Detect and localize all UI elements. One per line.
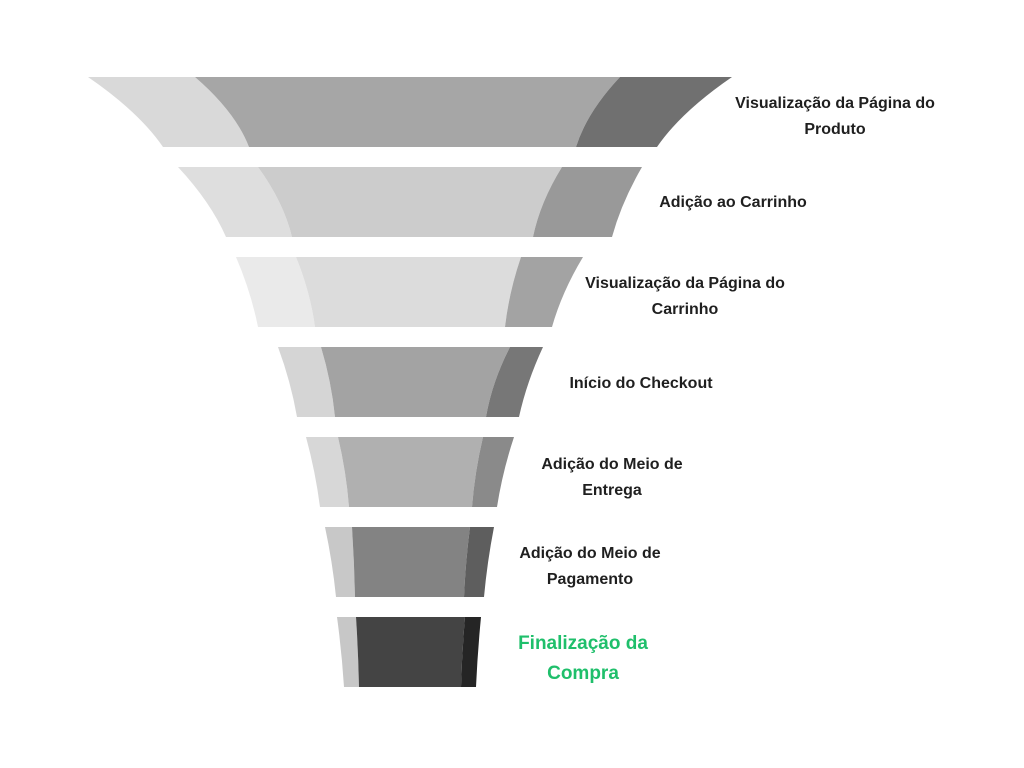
- funnel-stage-6-middle: [352, 527, 470, 597]
- funnel-stage-6-right: [464, 527, 494, 597]
- stage-label-shipping-method: Adição do Meio de Entrega: [541, 456, 683, 499]
- stage-label-payment-method: Adição do Meio de Pagamento: [519, 545, 661, 588]
- stage-label-product-page-view: Visualização da Página do Produto: [735, 95, 935, 138]
- funnel-stage-3-right: [505, 257, 583, 327]
- funnel-stage-4-middle: [321, 347, 510, 417]
- funnel-stage-6: [325, 527, 494, 597]
- funnel-stage-2-left: [178, 167, 292, 237]
- funnel-stage-7-middle: [356, 617, 465, 687]
- funnel-stage-4: [278, 347, 543, 417]
- stage-label-cart-page-view: Visualização da Página do Carrinho: [585, 275, 785, 318]
- funnel-stage-3-left: [236, 257, 315, 327]
- funnel-stage-1-left: [88, 77, 249, 147]
- funnel-stage-7-left: [337, 617, 359, 687]
- funnel-stage-3-middle: [296, 257, 521, 327]
- funnel-stage-5-left: [306, 437, 349, 507]
- funnel-stage-7-right: [461, 617, 481, 687]
- stage-label-add-to-cart: Adição ao Carrinho: [659, 194, 807, 211]
- stage-label-purchase-complete: Finalização da Compra: [518, 633, 648, 684]
- funnel-stage-5: [306, 437, 514, 507]
- funnel-stage-2: [178, 167, 642, 237]
- funnel-stage-1-right: [576, 77, 732, 147]
- funnel-stage-7: [337, 617, 481, 687]
- stage-label-checkout-start: Início do Checkout: [569, 375, 713, 392]
- funnel-stage-2-middle: [258, 167, 562, 237]
- funnel-stage-5-right: [472, 437, 514, 507]
- funnel-stage-5-middle: [338, 437, 483, 507]
- funnel-stage-6-left: [325, 527, 355, 597]
- funnel-stage-1-middle: [195, 77, 620, 147]
- funnel-stage-4-left: [278, 347, 335, 417]
- funnel-stage-1: [88, 77, 732, 147]
- funnel-stage-2-right: [533, 167, 642, 237]
- funnel-stage-3: [236, 257, 583, 327]
- funnel-stage-4-right: [486, 347, 543, 417]
